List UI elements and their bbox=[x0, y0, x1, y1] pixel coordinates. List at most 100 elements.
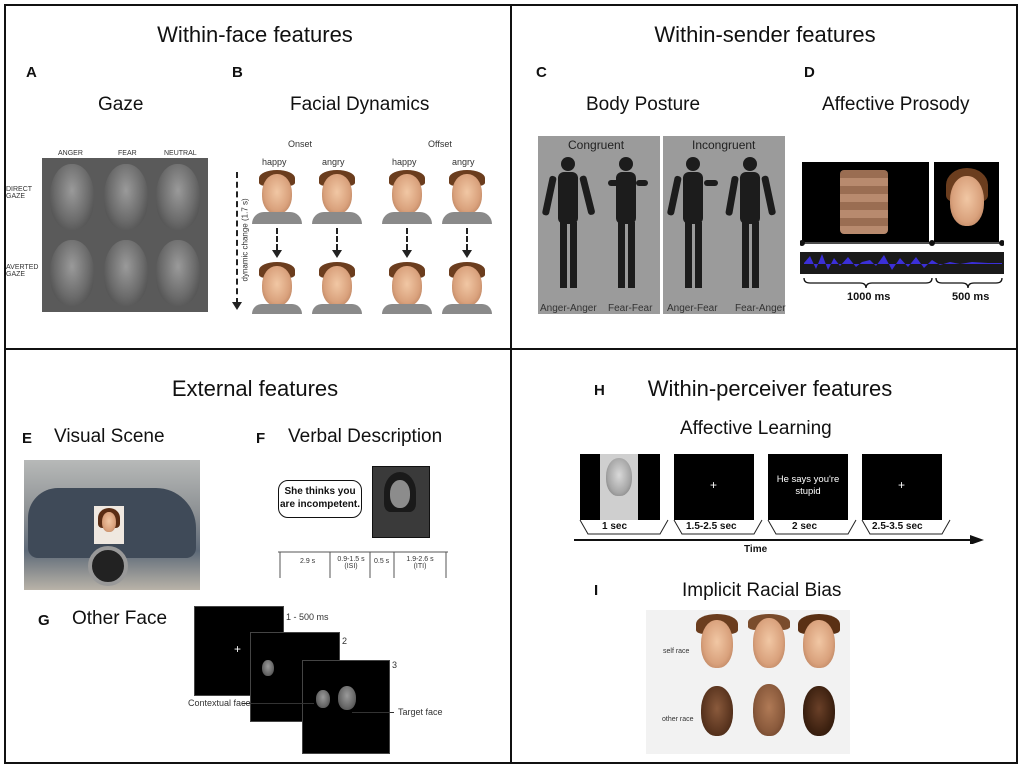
gaze-face bbox=[50, 164, 94, 230]
letter-c: C bbox=[536, 64, 547, 81]
down-arrow-head bbox=[272, 250, 282, 258]
h-dur-3: 2 sec bbox=[792, 521, 818, 532]
quadrant-bottom-right bbox=[510, 348, 1018, 764]
posture-anger-anger: Anger-Anger bbox=[540, 303, 597, 314]
dynamic-axis-label: dynamic change (1.7 s) bbox=[240, 198, 250, 282]
self-race-face bbox=[753, 618, 785, 668]
letter-g: G bbox=[38, 612, 50, 629]
timeline-f bbox=[278, 551, 448, 578]
shoulders bbox=[312, 212, 362, 224]
h-frame-3 bbox=[768, 454, 848, 520]
avatar-face bbox=[262, 266, 292, 306]
h-dur-4: 2.5-3.5 sec bbox=[872, 521, 923, 532]
letter-e: E bbox=[22, 430, 33, 447]
shoulders bbox=[442, 212, 492, 224]
gaze-row-averted: AVERTED GAZE bbox=[6, 264, 39, 278]
shoulders bbox=[252, 304, 302, 314]
label-happy-1: happy bbox=[262, 157, 287, 167]
body-figures bbox=[542, 157, 776, 288]
label-happy-2: happy bbox=[392, 157, 417, 167]
h-frame-2 bbox=[674, 454, 754, 520]
letter-h: H bbox=[594, 382, 605, 399]
avatar-face bbox=[322, 266, 352, 306]
gaze-col-neutral: NEUTRAL bbox=[164, 150, 197, 157]
verbal-description-title: Verbal Description bbox=[288, 426, 443, 447]
fixation-cross: + bbox=[710, 478, 718, 492]
avatar-face bbox=[262, 174, 292, 214]
prosody-waveform bbox=[800, 240, 1004, 289]
woman-face bbox=[102, 512, 116, 532]
posture-congruent-box bbox=[538, 136, 660, 314]
prosody-1000ms: 1000 ms bbox=[847, 291, 891, 303]
down-arrow bbox=[276, 228, 278, 250]
g-num-3: 3 bbox=[392, 660, 398, 670]
contextual-arrow bbox=[242, 703, 314, 704]
down-arrow-head bbox=[462, 250, 472, 258]
letter-f: F bbox=[256, 430, 266, 447]
speech-bubble: She thinks you are incompetent. bbox=[278, 480, 362, 518]
body-posture-title: Body Posture bbox=[586, 94, 701, 115]
woman-face bbox=[390, 480, 410, 508]
gaze-row-direct: DIRECT GAZE bbox=[6, 186, 32, 200]
shoulders bbox=[442, 304, 492, 314]
down-arrow bbox=[336, 228, 338, 250]
label-angry-1: angry bbox=[322, 157, 345, 167]
incongruent-label: Incongruent bbox=[692, 138, 756, 152]
avatar-face bbox=[452, 266, 482, 306]
facial-dynamics-title: Facial Dynamics bbox=[290, 94, 430, 115]
contextual-face-label: Contextual face bbox=[188, 698, 251, 708]
h-dur-2: 1.5-2.5 sec bbox=[686, 521, 737, 532]
avatar-face bbox=[322, 174, 352, 214]
affective-prosody-title: Affective Prosody bbox=[822, 94, 970, 115]
implicit-racial-bias-title: Implicit Racial Bias bbox=[682, 580, 842, 601]
letter-i: I bbox=[594, 582, 599, 599]
shoulders bbox=[382, 212, 432, 224]
gaze-col-anger: ANGER bbox=[58, 150, 83, 157]
other-face-title: Other Face bbox=[72, 608, 168, 629]
gaze-col-fear: FEAR bbox=[118, 150, 137, 157]
down-arrow-head bbox=[402, 250, 412, 258]
letter-a: A bbox=[26, 64, 37, 81]
g-num-2: 2 bbox=[342, 636, 348, 646]
posture-anger-fear: Anger-Fear bbox=[667, 303, 718, 314]
shoulders bbox=[252, 212, 302, 224]
affective-learning-title: Affective Learning bbox=[680, 418, 832, 439]
onset-label: Onset bbox=[288, 139, 313, 149]
title-within-sender: Within-sender features bbox=[654, 22, 876, 47]
self-race-face bbox=[701, 620, 733, 668]
posture-incongruent-box bbox=[663, 136, 785, 314]
visual-scene-title: Visual Scene bbox=[54, 426, 165, 447]
avatar-face bbox=[452, 174, 482, 214]
g-time: 1 - 500 ms bbox=[286, 612, 329, 622]
posture-fear-anger: Fear-Anger bbox=[735, 303, 786, 314]
self-race-face bbox=[803, 620, 835, 668]
shoulders bbox=[312, 304, 362, 314]
woman-face bbox=[950, 176, 984, 226]
car-wheel bbox=[88, 546, 128, 586]
prosody-500ms: 500 ms bbox=[952, 291, 990, 303]
letter-d: D bbox=[804, 64, 815, 81]
man-face bbox=[606, 458, 632, 496]
gaze-face bbox=[156, 240, 200, 306]
f-time-2: 0.9-1.5 s (ISI) bbox=[337, 556, 365, 570]
contextual-face bbox=[316, 690, 330, 708]
h-statement: He says you're stupid bbox=[776, 474, 840, 497]
letter-b: B bbox=[232, 64, 243, 81]
title-within-face: Within-face features bbox=[157, 22, 353, 47]
shoulders bbox=[382, 304, 432, 314]
target-arrow bbox=[352, 712, 394, 713]
congruent-label: Congruent bbox=[568, 138, 625, 152]
label-angry-2: angry bbox=[452, 157, 475, 167]
down-arrow-head bbox=[332, 250, 342, 258]
other-race-face bbox=[803, 686, 835, 736]
gaze-face bbox=[104, 240, 148, 306]
down-arrow bbox=[466, 228, 468, 250]
self-race-label: self race bbox=[663, 648, 690, 655]
posture-fear-fear: Fear-Fear bbox=[608, 303, 653, 314]
gaze-face bbox=[50, 240, 94, 306]
title-within-perceiver: Within-perceiver features bbox=[647, 376, 893, 401]
gaze-title: Gaze bbox=[98, 94, 144, 115]
other-race-label: other race bbox=[662, 716, 694, 723]
contextual-face-small bbox=[262, 660, 274, 676]
h-timeline bbox=[574, 519, 984, 544]
